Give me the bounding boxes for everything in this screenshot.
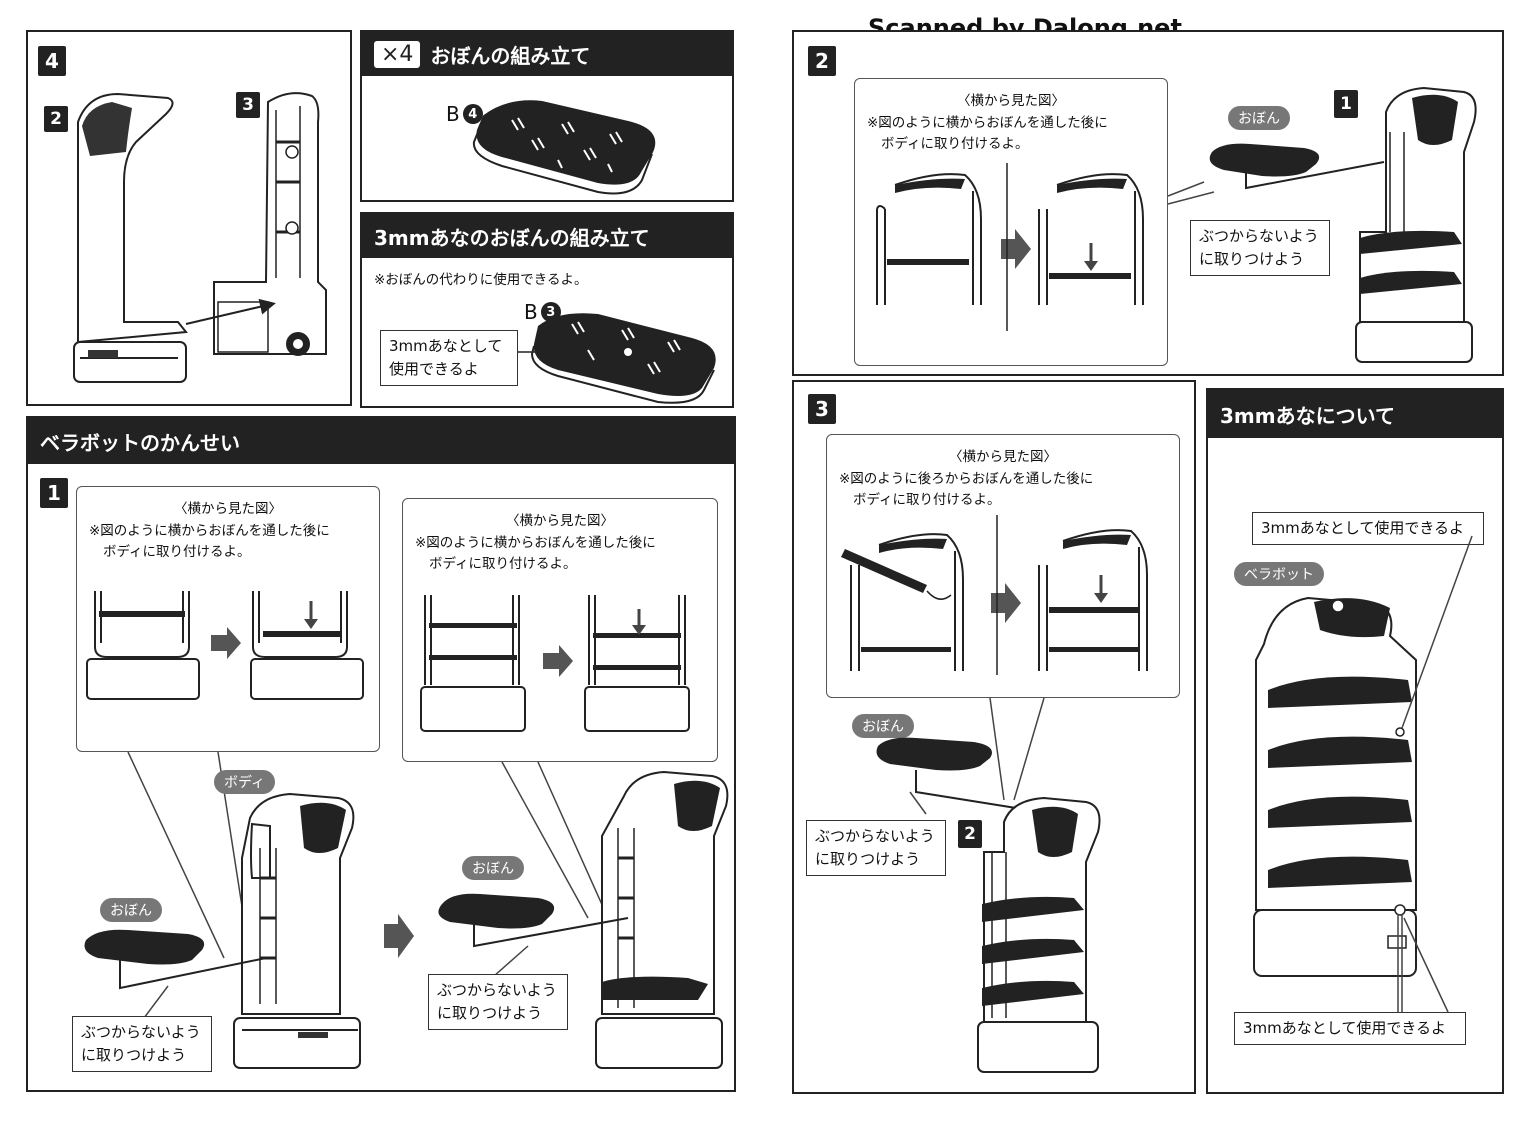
hole-callout-top: 3mmあなとして使用できるよ (1252, 512, 1484, 545)
side-view-inset-2: 〈横から見た図〉 ※図のように横からおぼんを通した後に ボディに取り付けるよ。 (402, 498, 718, 762)
hole-tray-panel: 3mmあなのおぼんの組み立て ※おぼんの代わりに使用できるよ。 B 3 3mmあ… (360, 212, 734, 408)
robot-illustration (876, 697, 1101, 1073)
tray-illustration (472, 100, 656, 195)
caution-callout: ぶつからないよう に取りつけよう (806, 820, 946, 876)
step4-panel: 4 2 3 (26, 30, 352, 406)
label-robot: ベラボット (1234, 562, 1324, 586)
side-view-title: 〈横から見た図〉 (957, 93, 1065, 109)
label-tray-b: おぼん (462, 856, 524, 880)
step2-number: 2 (808, 46, 836, 76)
tray-assembly-title: おぼんの組み立て (430, 43, 591, 68)
side-view-inset-1: 〈横から見た図〉 ※図のように横からおぼんを通した後に ボディに取り付けるよ。 (76, 486, 380, 752)
side-view-diagram (420, 595, 690, 732)
tray-assembly-header: ×4 おぼんの組み立て (362, 32, 732, 76)
about-hole-header: 3mmあなについて (1208, 390, 1502, 438)
part-badge-1: 1 (1334, 90, 1358, 118)
robot-illustration-a (84, 770, 729, 1069)
side-view-diagram (841, 515, 1148, 675)
completion-header: ベラボットのかんせい (28, 418, 734, 464)
hole-tray-header: 3mmあなのおぼんの組み立て (362, 214, 732, 258)
part-badge-2: 2 (958, 820, 982, 848)
side-view-note-1: ※図のように横からおぼんを通した後に (89, 523, 330, 539)
hole-tray-callout: 3mmあなとして 使用できるよ (380, 330, 518, 386)
side-view-note-2: ボディに取り付けるよ。 (881, 136, 1029, 152)
right-step2-panel: 2 〈横から見た図〉 ※図のように横からおぼんを通した後に ボディに取り付けるよ… (792, 30, 1504, 376)
side-view-title: 〈横から見た図〉 (949, 449, 1057, 465)
side-view-note-2: ボディに取り付けるよ。 (103, 544, 251, 560)
caution-callout-b: ぶつからないよう に取りつけよう (428, 974, 568, 1030)
side-view-diagram (876, 163, 1144, 331)
part-badge-2: 2 (44, 106, 68, 132)
label-body: ボディ (214, 770, 276, 794)
side-view-note-1: ※図のように横からおぼんを通した後に (415, 535, 656, 551)
side-view-title: 〈横から見た図〉 (506, 513, 614, 529)
side-view-inset-step2: 〈横から見た図〉 ※図のように横からおぼんを通した後に ボディに取り付けるよ。 (854, 78, 1168, 366)
side-view-title: 〈横から見た図〉 (174, 501, 282, 517)
completion-step-number: 1 (40, 478, 68, 508)
step3-number: 3 (808, 394, 836, 424)
side-view-inset-step3: 〈横から見た図〉 ※図のように後ろからおぼんを通した後に ボディに取り付けるよ。 (826, 434, 1180, 698)
step4-number: 4 (38, 46, 66, 76)
robot-full-illustration (1253, 535, 1473, 1013)
robot-illustration (1167, 86, 1477, 363)
caution-callout: ぶつからないよう に取りつけよう (1190, 220, 1330, 276)
completion-panel: ベラボットのかんせい 1 〈横から見た図〉 ※図のように横からおぼんを通した後に… (26, 416, 736, 1092)
side-view-diagram (86, 591, 364, 700)
hole-tray-illustration (518, 313, 716, 404)
robot-parts-illustration (73, 92, 327, 383)
part-ref-b4: B 4 (446, 102, 483, 126)
right-step3-panel: 3 〈横から見た図〉 ※図のように後ろからおぼんを通した後に ボディに取り付ける… (792, 380, 1196, 1094)
about-hole-panel: 3mmあなについて 3mmあなとして使用できるよ ベラボット 3mmあなとして使… (1206, 388, 1504, 1094)
hole-tray-note: ※おぼんの代わりに使用できるよ。 (374, 272, 588, 288)
caution-callout-a: ぶつからないよう に取りつけよう (72, 1016, 212, 1072)
label-tray: おぼん (1228, 106, 1290, 130)
label-tray-a: おぼん (100, 898, 162, 922)
quantity-label: ×4 (374, 40, 421, 68)
label-tray: おぼん (852, 714, 914, 738)
side-view-note-2: ボディに取り付けるよ。 (853, 492, 1001, 508)
side-view-note-2: ボディに取り付けるよ。 (429, 556, 577, 572)
part-badge-3: 3 (236, 92, 260, 118)
hole-callout-bottom: 3mmあなとして使用できるよ (1234, 1012, 1466, 1045)
tray-assembly-panel: ×4 おぼんの組み立て B 4 (360, 30, 734, 202)
side-view-note-1: ※図のように後ろからおぼんを通した後に (839, 471, 1094, 487)
side-view-note-1: ※図のように横からおぼんを通した後に (867, 115, 1108, 131)
